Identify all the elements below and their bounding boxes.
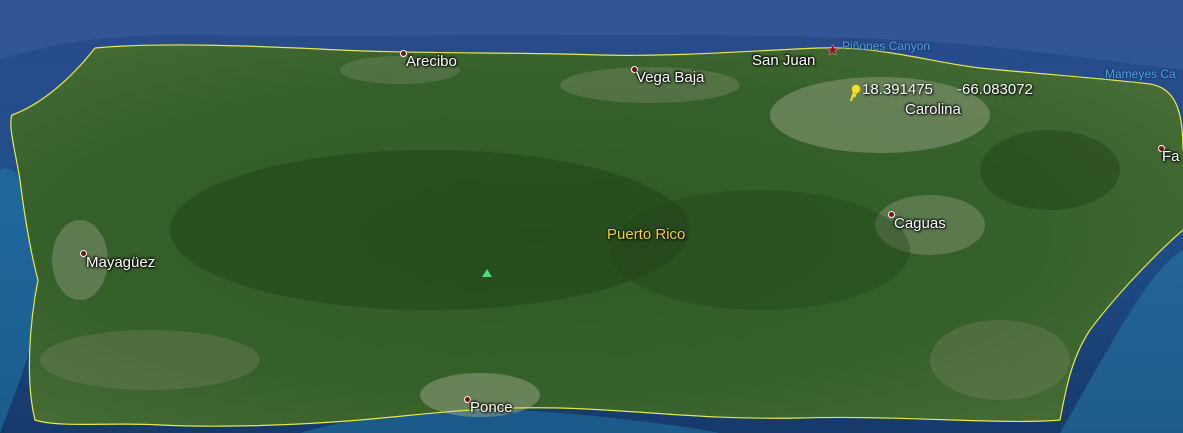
city-dot-icon[interactable] bbox=[631, 66, 638, 73]
place-label-fajardo[interactable]: Fa bbox=[1162, 148, 1180, 165]
water-label-pinones-canyon: Piñones Canyon bbox=[842, 39, 931, 53]
place-label-ponce[interactable]: Ponce bbox=[470, 399, 513, 416]
place-label-san-juan[interactable]: San Juan bbox=[752, 52, 816, 69]
city-dot-icon[interactable] bbox=[400, 50, 407, 57]
city-dot-icon[interactable] bbox=[1158, 145, 1165, 152]
place-label-mayaguez[interactable]: Mayagüez bbox=[86, 254, 156, 271]
water-label-mameyes: Mameyes Ca bbox=[1105, 67, 1176, 81]
city-dot-icon[interactable] bbox=[888, 211, 895, 218]
placemark-latitude: 18.391475 bbox=[862, 81, 933, 98]
city-dot-icon[interactable] bbox=[80, 250, 87, 257]
place-label-arecibo[interactable]: Arecibo bbox=[406, 53, 457, 70]
region-label-puerto-rico[interactable]: Puerto Rico bbox=[607, 226, 686, 243]
place-label-vega-baja[interactable]: Vega Baja bbox=[636, 69, 705, 86]
yellow-pushpin-icon[interactable] bbox=[848, 84, 862, 102]
city-dot-icon[interactable] bbox=[464, 396, 471, 403]
place-label-carolina[interactable]: Carolina bbox=[905, 101, 961, 118]
place-label-caguas[interactable]: Caguas bbox=[894, 215, 946, 232]
green-triangle-icon[interactable] bbox=[482, 269, 492, 277]
placemark-longitude: -66.083072 bbox=[957, 81, 1033, 98]
capital-star-icon[interactable]: ★ bbox=[826, 42, 840, 59]
